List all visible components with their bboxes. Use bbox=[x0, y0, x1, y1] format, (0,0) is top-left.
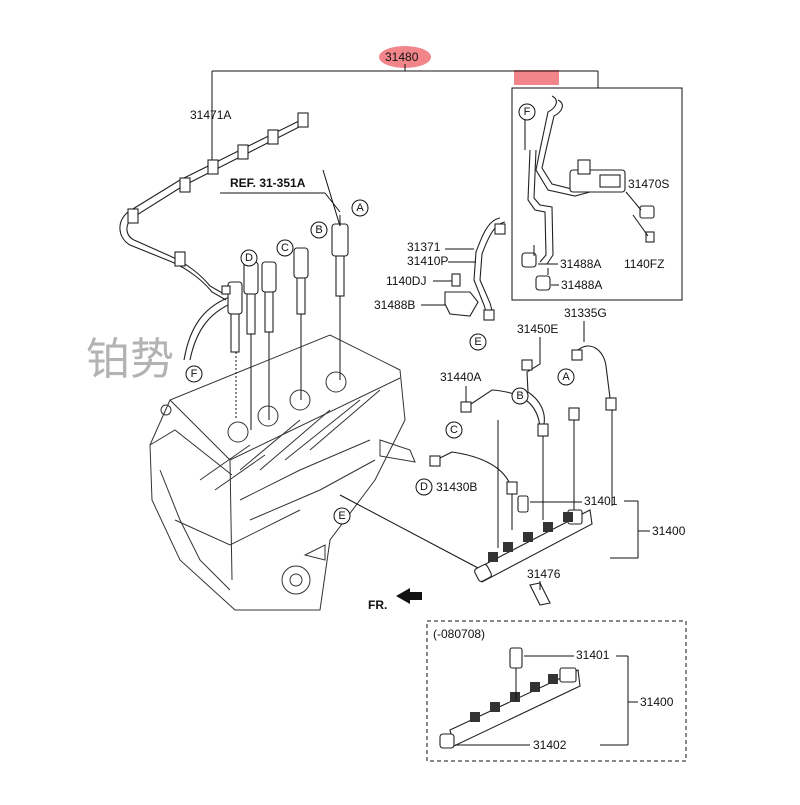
callout-D-rail bbox=[415, 478, 433, 496]
clamp-31488A-lower bbox=[535, 275, 551, 291]
return-hose-31471A bbox=[119, 112, 309, 361]
bolt-31476 bbox=[529, 582, 551, 606]
callout-E-pipe-text: E bbox=[474, 336, 481, 348]
callout-D-rail-text: D bbox=[420, 481, 428, 493]
callout-E-engine bbox=[333, 507, 351, 525]
pipe-31430B bbox=[435, 451, 511, 485]
label-31440A: 31440A bbox=[440, 370, 481, 384]
callout-F-left bbox=[185, 365, 203, 383]
callout-D-injector bbox=[240, 249, 258, 267]
callout-D-injector-text: D bbox=[245, 252, 253, 264]
injector-4 bbox=[293, 247, 309, 315]
callout-B-rail bbox=[511, 387, 529, 405]
inset-label-highlight bbox=[514, 70, 559, 85]
inset-label-31400: 31400 bbox=[640, 695, 674, 709]
bolt-1140FZ bbox=[645, 231, 655, 243]
label-31371: 31371 bbox=[407, 240, 441, 254]
label-31488B: 31488B bbox=[374, 298, 415, 312]
rail-pressure-sensor bbox=[517, 495, 529, 513]
inset-label-31402: 31402 bbox=[533, 738, 567, 752]
callout-E-pipe bbox=[469, 333, 487, 351]
legacy-rail-sensor bbox=[509, 647, 523, 669]
callout-A-rail-text: A bbox=[562, 371, 570, 383]
callout-C-injector-text: C bbox=[281, 242, 289, 254]
assembly-bracket bbox=[211, 64, 599, 160]
pipe-31335G bbox=[577, 345, 611, 399]
bracket-31488B bbox=[444, 291, 479, 317]
callout-F-inset bbox=[518, 103, 536, 121]
return-pipe-inset bbox=[511, 87, 683, 301]
label-31471A: 31471A bbox=[190, 108, 231, 122]
label-31476: 31476 bbox=[527, 567, 561, 581]
bracket-31400 bbox=[610, 500, 650, 559]
front-arrow bbox=[396, 588, 422, 604]
callout-B-injector-text: B bbox=[315, 224, 322, 236]
inset-bracket-31400 bbox=[600, 655, 638, 746]
label-31430B: 31430B bbox=[436, 480, 477, 494]
injector-set bbox=[221, 169, 349, 430]
engine-block bbox=[149, 334, 416, 611]
front-label: FR. bbox=[368, 598, 387, 612]
watermark-text: 铂势 bbox=[86, 334, 174, 385]
callout-F-inset-text: F bbox=[524, 106, 531, 118]
injector-3 bbox=[261, 261, 277, 333]
injector-2 bbox=[243, 261, 259, 335]
callout-A-injector bbox=[351, 199, 369, 217]
label-1140DJ: 1140DJ bbox=[386, 274, 426, 288]
pipe-31450E bbox=[526, 356, 545, 425]
label-1140FZ: 1140FZ bbox=[624, 257, 664, 271]
label-31335G: 31335G bbox=[564, 306, 607, 320]
label-31450E: 31450E bbox=[517, 322, 558, 336]
callout-A-injector-text: A bbox=[356, 202, 364, 214]
injector-1 bbox=[221, 281, 243, 353]
callout-C-injector bbox=[276, 239, 294, 257]
legacy-rail-inset bbox=[426, 620, 687, 762]
high-pressure-pipes bbox=[429, 345, 617, 548]
clamp-31488A-upper bbox=[521, 252, 537, 268]
callout-C-rail bbox=[445, 421, 463, 439]
return-pipe-assembly bbox=[521, 95, 655, 291]
callout-B-injector bbox=[310, 221, 328, 239]
common-rail-31400 bbox=[474, 495, 593, 606]
callout-B-rail-text: B bbox=[516, 390, 523, 402]
label-31400: 31400 bbox=[652, 524, 686, 538]
inset-label-31401: 31401 bbox=[576, 648, 610, 662]
label-31401: 31401 bbox=[584, 494, 618, 508]
label-ref-31-351A: REF. 31-351A bbox=[230, 176, 306, 190]
label-31410P: 31410P bbox=[407, 254, 448, 268]
callout-F-left-text: F bbox=[191, 368, 198, 380]
label-31488A-lower: 31488A bbox=[561, 278, 602, 292]
callout-E-engine-text: E bbox=[338, 510, 345, 522]
label-31470S: 31470S bbox=[628, 177, 669, 191]
injector-5 bbox=[331, 223, 349, 297]
pipe-31371 bbox=[444, 217, 506, 321]
sensor-31470S bbox=[639, 205, 655, 219]
callout-A-rail bbox=[557, 368, 575, 386]
callout-C-rail-text: C bbox=[450, 424, 458, 436]
top-label-highlight bbox=[379, 46, 431, 68]
inset-date-label: (-080708) bbox=[433, 627, 485, 641]
label-31480: 31480 bbox=[385, 50, 419, 64]
label-31488A-upper: 31488A bbox=[560, 257, 601, 271]
legacy-common-rail bbox=[439, 647, 581, 749]
bolt-1140DJ bbox=[451, 273, 461, 287]
pipe-31440A bbox=[467, 389, 541, 429]
